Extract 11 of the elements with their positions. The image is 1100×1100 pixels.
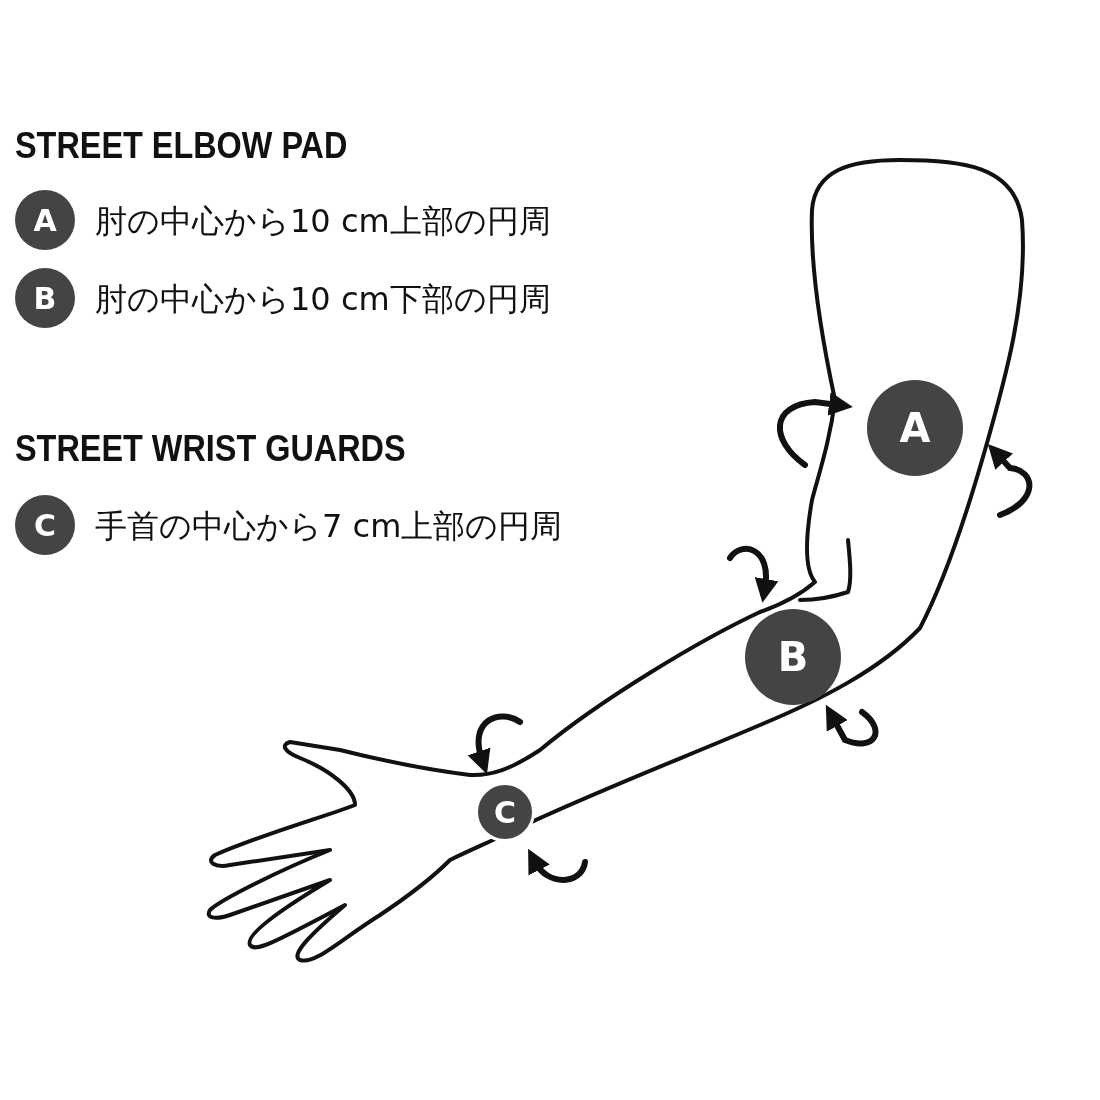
section-heading: STREET ELBOW PAD <box>15 125 348 167</box>
letter-badge: C <box>475 782 535 842</box>
letter-badge: C <box>15 495 75 555</box>
letter-badge: A <box>867 380 963 476</box>
letter-badge: A <box>15 190 75 250</box>
letter-badge: B <box>15 268 75 328</box>
description-text: 肘の中心から10 cm下部の円周 <box>95 279 551 320</box>
letter-badge: B <box>745 609 841 705</box>
section-heading: STREET WRIST GUARDS <box>15 428 406 470</box>
description-text: 肘の中心から10 cm上部の円周 <box>95 201 551 242</box>
description-text: 手首の中心から7 cm上部の円周 <box>95 506 563 547</box>
